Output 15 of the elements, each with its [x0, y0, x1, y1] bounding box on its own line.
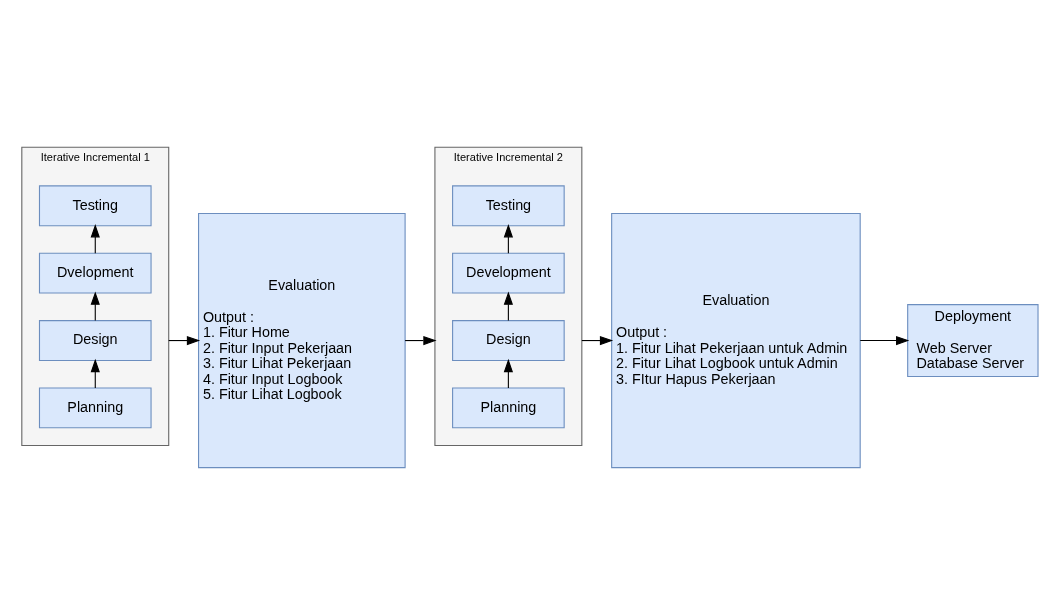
arrow [404, 335, 437, 346]
arrow [581, 335, 614, 346]
node-box: Design [38, 320, 152, 361]
node-box: Planning [452, 387, 565, 429]
node-box: Deployment Web Server Database Server [907, 304, 1039, 377]
node-box: Testing [452, 185, 565, 227]
node-box: Evaluation Output : 1. Fitur Home 2. Fitur Input Pekerjaan 3. Fitur Lihat Pekerjaan 4. Fitur Input Logbook 5. Fitur Lihat Logbook [198, 213, 406, 469]
arrow [859, 335, 910, 346]
node-box: Development [452, 252, 565, 294]
node-box: Design [452, 320, 565, 361]
arrow [168, 335, 201, 346]
node-box: Evaluation Output : 1. Fitur Lihat Pekerjaan untuk Admin 2. Fitur Lihat Logbook untuk Admin 3. FItur Hapus Pekerjaan [611, 213, 861, 469]
node-box: Testing [38, 185, 152, 227]
node-box: Planning [38, 387, 152, 429]
node-box: Dvelopment [38, 252, 152, 294]
